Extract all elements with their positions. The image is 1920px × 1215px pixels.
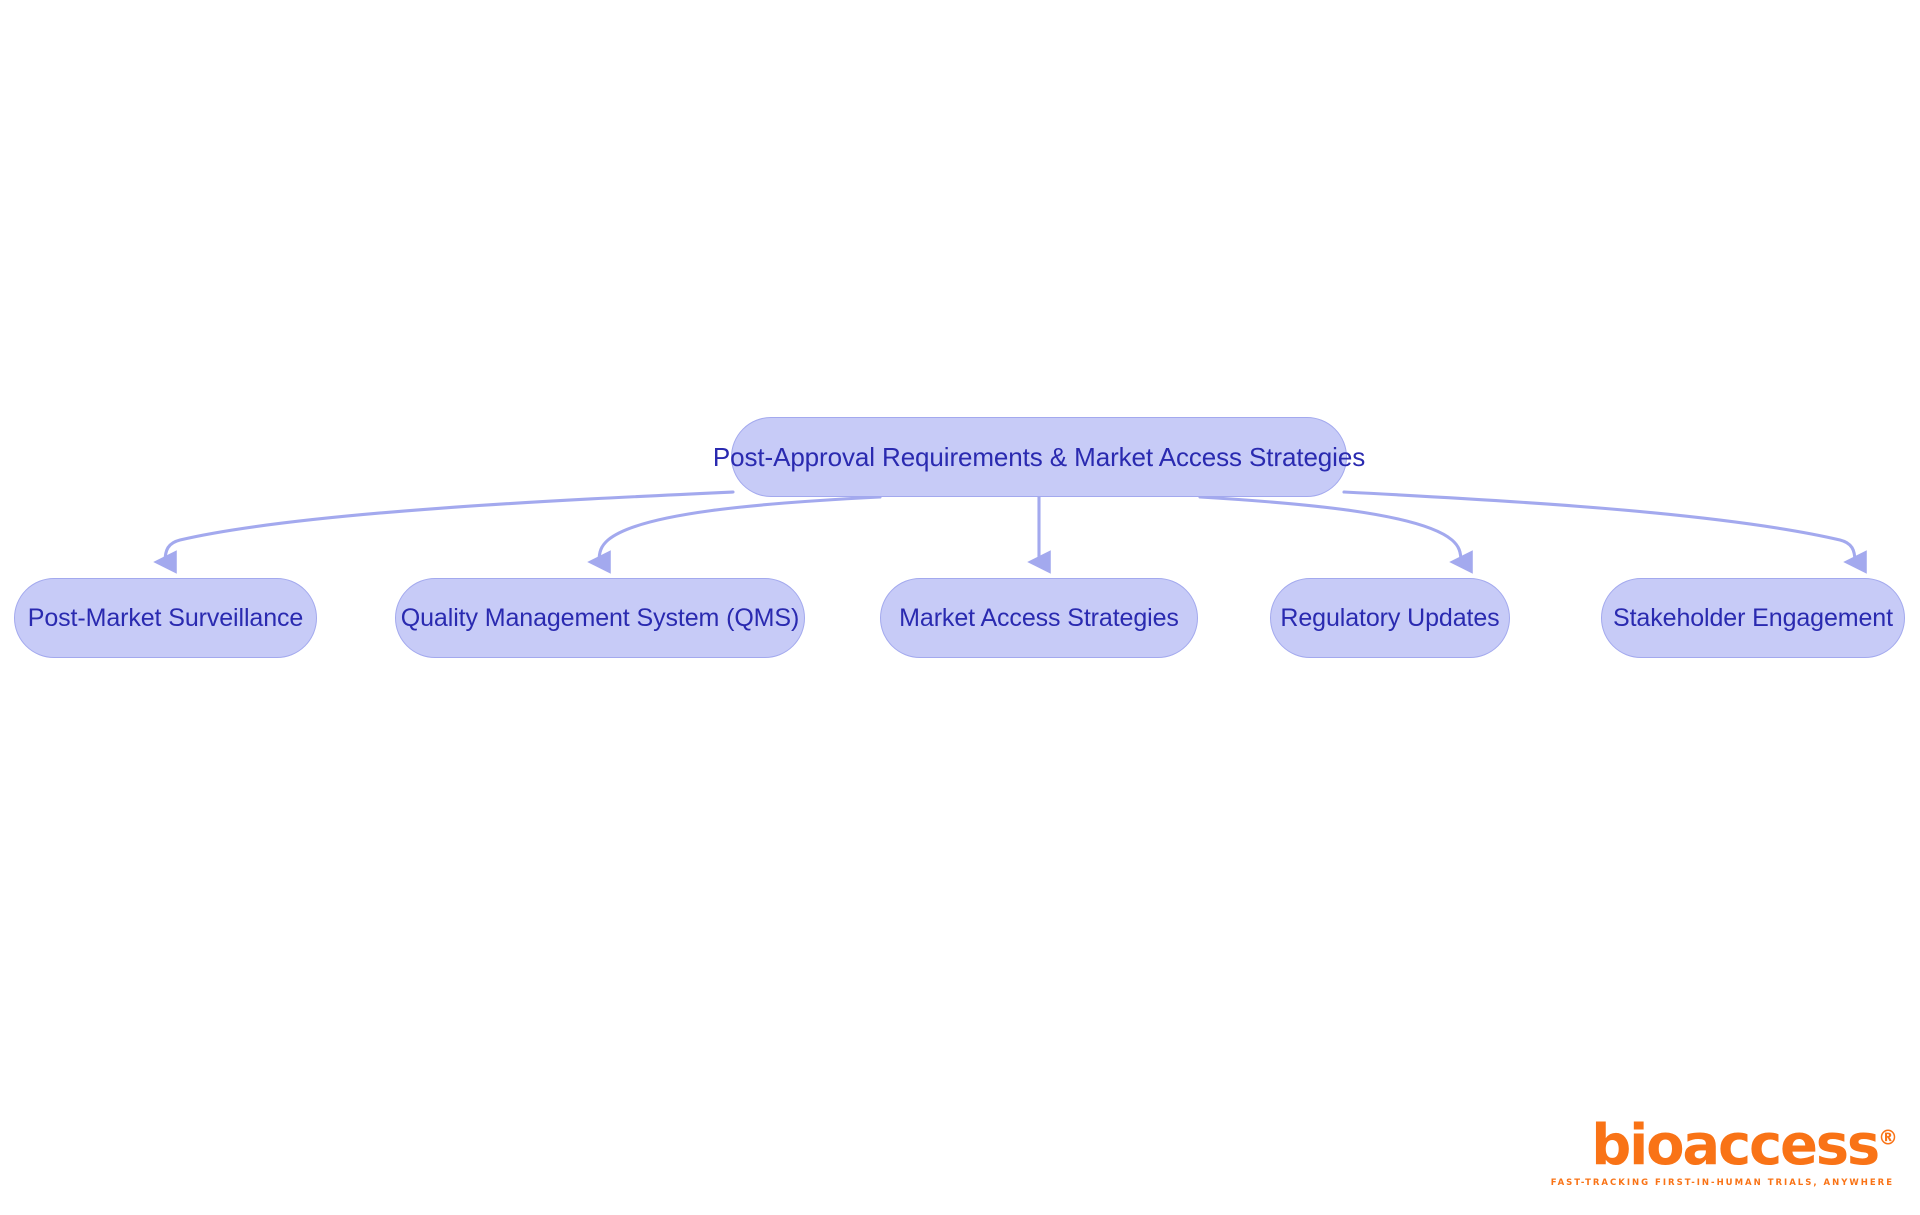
node-regulatory-updates-label: Regulatory Updates	[1280, 603, 1500, 632]
edge-root-to-post-market-surveillance	[153, 490, 735, 574]
node-post-market-surveillance-label: Post-Market Surveillance	[27, 603, 304, 632]
bioaccess-wordmark-text: bioaccess	[1591, 1112, 1880, 1178]
node-market-access-strategies-label: Market Access Strategies	[899, 603, 1179, 632]
node-stakeholder-engagement-label: Stakeholder Engagement	[1613, 603, 1893, 632]
node-root-label: Post-Approval Requirements & Market Acce…	[712, 442, 1366, 472]
node-post-market-surveillance[interactable]: Post-Market Surveillance	[14, 578, 317, 658]
bioaccess-wordmark: bioaccess®	[1591, 1117, 1898, 1174]
bioaccess-logo: bioaccess® FAST-TRACKING FIRST-IN-HUMAN …	[1550, 1117, 1898, 1188]
registered-trademark-icon: ®	[1878, 1124, 1898, 1149]
node-market-access-strategies[interactable]: Market Access Strategies	[880, 578, 1198, 658]
edge-root-to-regulatory-updates	[1198, 495, 1473, 574]
edge-root-to-quality-management-system	[587, 495, 882, 574]
node-root[interactable]: Post-Approval Requirements & Market Acce…	[713, 417, 1365, 497]
edge-root-to-stakeholder-engagement	[1342, 490, 1867, 574]
node-quality-management-system-label: Quality Management System (QMS)	[400, 603, 800, 632]
bioaccess-tagline: FAST-TRACKING FIRST-IN-HUMAN TRIALS, ANY…	[1550, 1177, 1894, 1188]
node-quality-management-system[interactable]: Quality Management System (QMS)	[395, 578, 805, 658]
node-stakeholder-engagement[interactable]: Stakeholder Engagement	[1601, 578, 1905, 658]
node-regulatory-updates[interactable]: Regulatory Updates	[1270, 578, 1510, 658]
